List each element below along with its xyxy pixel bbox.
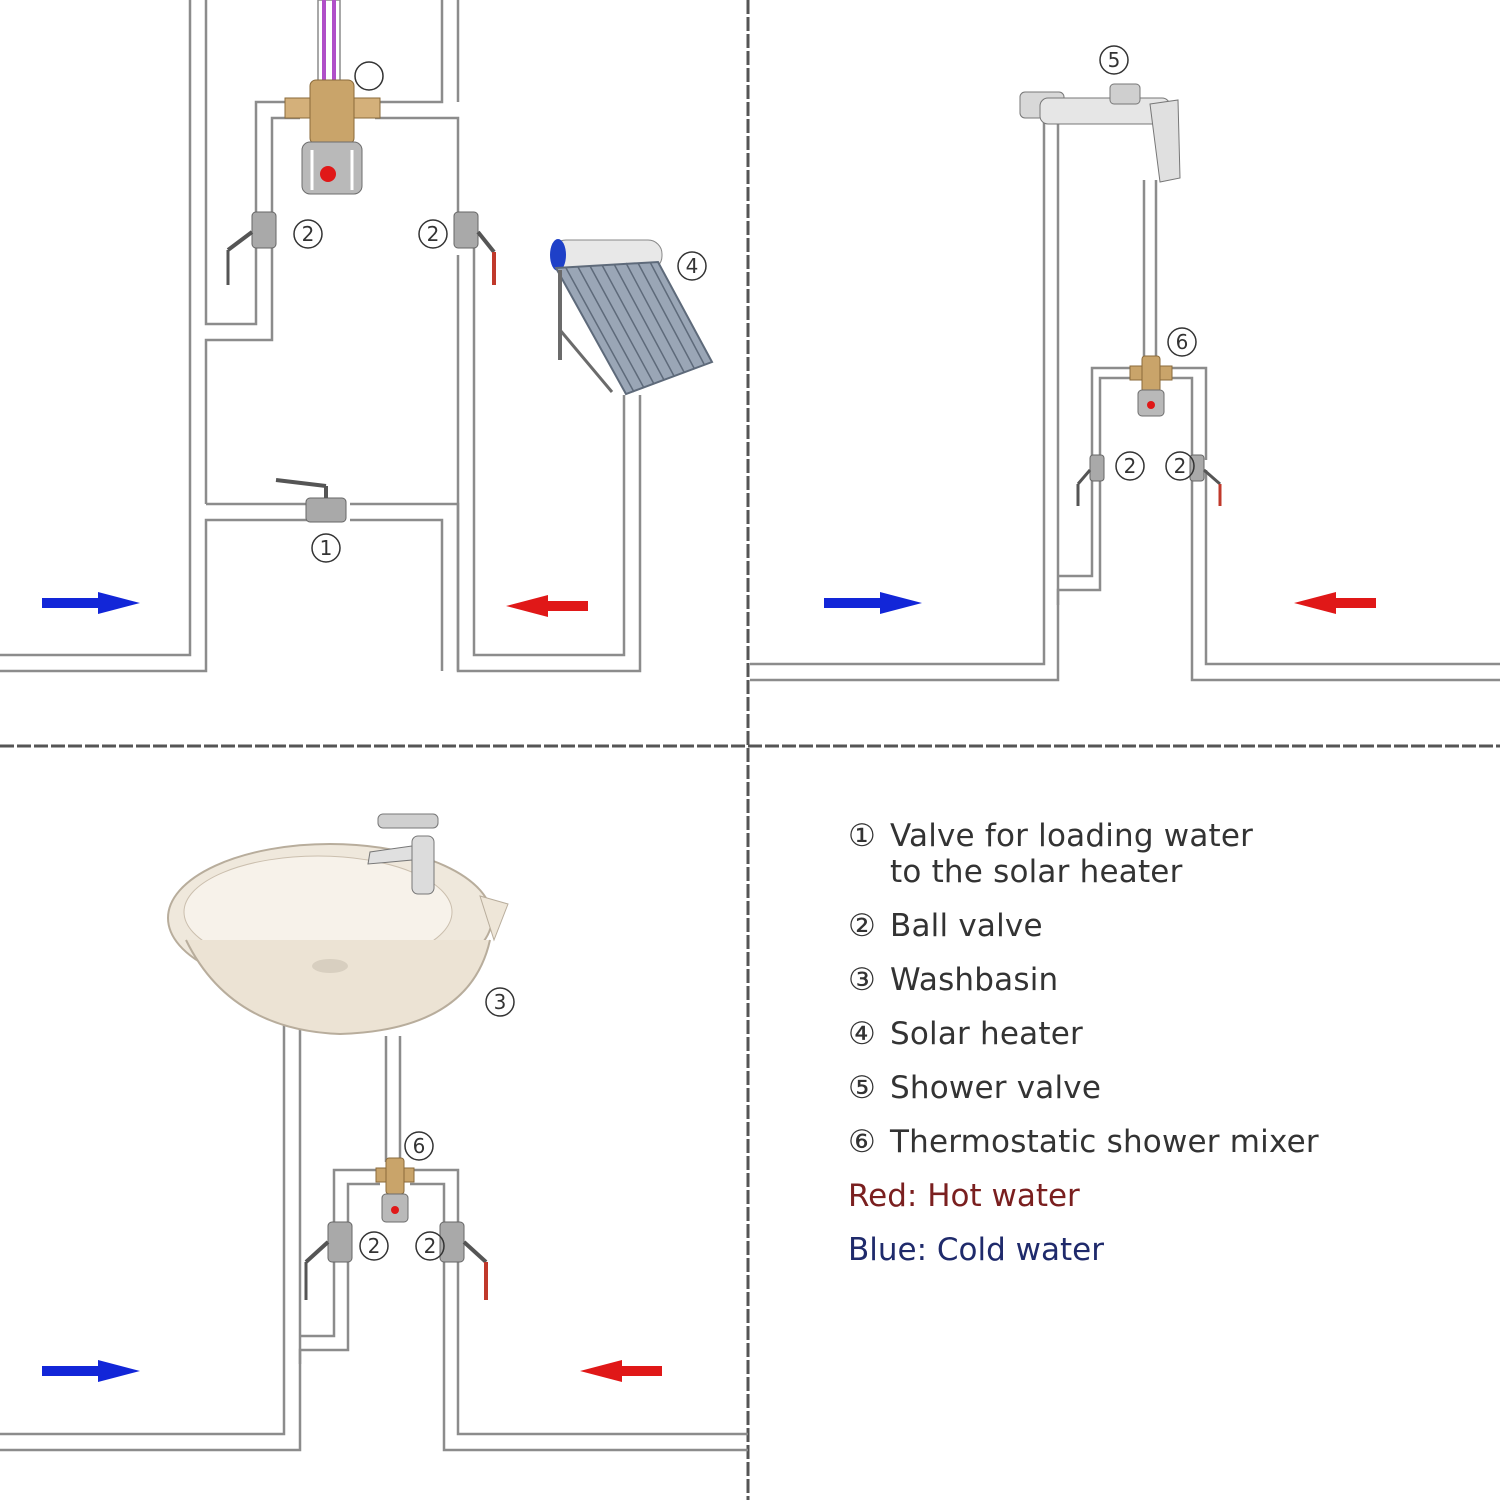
thermostatic-mixer-small [1129, 355, 1173, 417]
legend-number: ⑥ [848, 1124, 876, 1160]
cold-water-key: Blue: Cold water [848, 1232, 1104, 1268]
callout-1: 1 [320, 536, 333, 560]
cold-inflow-arrow [824, 592, 922, 614]
ball-valve-icon [1076, 454, 1105, 506]
faucet-icon [367, 813, 439, 895]
legend-item: ⑤ Shower valve [848, 1070, 1468, 1106]
legend-text: Valve for loading water to the solar hea… [890, 818, 1254, 890]
hot-water-key: Red: Hot water [848, 1178, 1080, 1214]
ball-valve-icon [304, 1221, 353, 1300]
shower-valve-icon [1019, 83, 1181, 183]
callout-2: 2 [302, 222, 315, 246]
cold-inflow-arrow [42, 1360, 140, 1382]
ball-valve-icon [439, 1221, 488, 1300]
thermostatic-mixer-small [375, 1157, 415, 1223]
callout-4: 4 [686, 254, 699, 278]
callout-2: 2 [1124, 454, 1137, 478]
legend-number: ⑤ [848, 1070, 876, 1106]
legend: ① Valve for loading water to the solar h… [848, 818, 1468, 1286]
callout-5: 5 [1108, 48, 1121, 72]
panel-shower [750, 118, 1500, 682]
ball-valve-icon [226, 211, 277, 285]
callout-2: 2 [1174, 454, 1187, 478]
legend-text: Washbasin [890, 962, 1059, 998]
callout-2: 2 [368, 1234, 381, 1258]
legend-text: Ball valve [890, 908, 1043, 944]
legend-item: ④ Solar heater [848, 1016, 1468, 1052]
legend-text: Shower valve [890, 1070, 1102, 1106]
thermostatic-mixer-large [284, 79, 381, 195]
callout-6: 6 [1176, 330, 1189, 354]
legend-item: ② Ball valve [848, 908, 1468, 944]
legend-item: ⑥ Thermostatic shower mixer [848, 1124, 1468, 1160]
panel-washbasin [0, 1024, 748, 1452]
callout-2: 2 [424, 1234, 437, 1258]
legend-text: Solar heater [890, 1016, 1083, 1052]
cold-inflow-arrow [42, 592, 140, 614]
legend-number: ① [848, 818, 876, 854]
loading-valve-icon [275, 478, 347, 523]
mixer-outlet-pipe [317, 0, 341, 83]
washbasin-icon [167, 843, 509, 1036]
legend-item: ① Valve for loading water to the solar h… [848, 818, 1468, 890]
hot-inflow-arrow [1294, 592, 1376, 614]
callout-3: 3 [494, 990, 507, 1014]
legend-number: ③ [848, 962, 876, 998]
panel-solar-loop [0, 0, 642, 673]
ball-valve-icon [453, 211, 496, 285]
legend-number: ④ [848, 1016, 876, 1052]
solar-heater-icon [550, 239, 714, 396]
legend-text: Thermostatic shower mixer [890, 1124, 1319, 1160]
callout-6: 6 [413, 1134, 426, 1158]
callout-2: 2 [427, 222, 440, 246]
hot-inflow-arrow [580, 1360, 662, 1382]
legend-item: ③ Washbasin [848, 962, 1468, 998]
legend-number: ② [848, 908, 876, 944]
hot-inflow-arrow [506, 595, 588, 617]
